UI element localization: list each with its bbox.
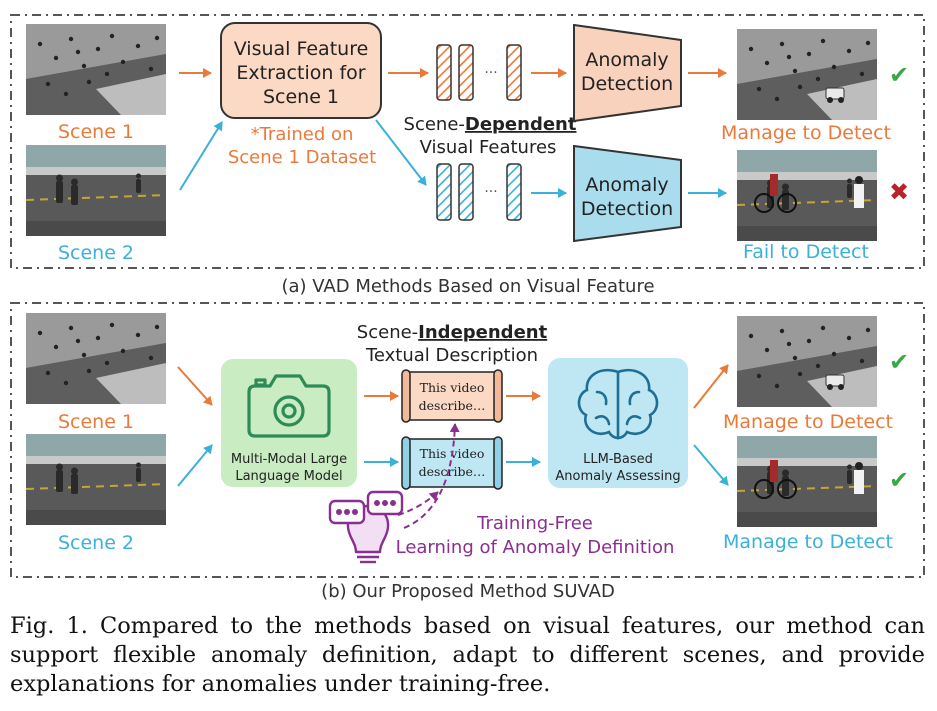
feature-box-line-3: Scene 1: [263, 86, 339, 108]
text-title-line-1: Scene-Independent: [357, 322, 548, 343]
panel-b-result-top-image: [737, 316, 877, 407]
panel-a-subcaption: (a) VAD Methods Based on Visual Feature: [281, 276, 654, 297]
learning-arrow-to-scroll-bottom: [397, 491, 439, 516]
detector-top-line-1: Anomaly: [585, 49, 668, 71]
panel-a-result-top-image: [737, 29, 877, 120]
feature-box-line-1: Visual Feature: [234, 38, 369, 60]
panel-b-check-icon-top: ✔: [889, 348, 909, 376]
text-title-line-2: Textual Description: [365, 345, 538, 366]
panel-b-scene2-image: [25, 433, 167, 526]
panel-b-subcaption: (b) Our Proposed Method SUVAD: [321, 581, 615, 602]
panel-b-scene2-label: Scene 2: [58, 532, 134, 554]
features-title-line-1: Scene-Dependent: [404, 114, 577, 135]
scroll-top: [401, 369, 503, 423]
panel-a-frame: [10, 14, 925, 269]
scroll-top-line-2: describe…: [419, 398, 486, 413]
panel-b-arrow-to-result-bottom: [693, 444, 729, 486]
panel-a-result-bottom-label: Fail to Detect: [743, 241, 869, 263]
feature-bar-top-2: [458, 44, 474, 101]
camera-icon: [247, 374, 331, 438]
mllm-box: [221, 359, 357, 487]
trained-note-line-1: *Trained on: [251, 124, 354, 145]
llm-line-1: LLM-Based: [583, 452, 653, 467]
idea-bulb-icon: [328, 490, 404, 564]
mllm-line-2: Language Model: [235, 469, 342, 484]
panel-b-scene1-image: [26, 313, 166, 404]
detector-top-line-2: Detection: [581, 73, 673, 95]
feature-bar-top-3: [506, 44, 522, 101]
panel-b-arrow-scene1: [177, 366, 213, 406]
panel-a-result-top-label: Manage to Detect: [721, 122, 891, 144]
anomaly-detector-bottom: [573, 144, 682, 243]
panel-b-check-icon-bottom: ✔: [889, 466, 909, 494]
learning-arrow-to-scroll-top: [403, 423, 460, 529]
panel-b-arrow-to-result-top: [693, 364, 729, 409]
anomaly-detector-top: [573, 23, 682, 123]
panel-b-scene1-label: Scene 1: [58, 411, 134, 433]
mllm-line-1: Multi-Modal Large: [231, 452, 347, 467]
detector-bottom-line-1: Anomaly: [585, 174, 668, 196]
panel-a-scene1-image: [26, 24, 166, 115]
panel-a-cross-icon: ✖: [889, 178, 909, 206]
panel-a-result-bottom-image: [736, 149, 878, 242]
scroll-top-line-1: This video: [420, 380, 485, 395]
feature-bar-bottom-3: [506, 163, 522, 221]
trained-note-line-2: Scene 1 Dataset: [228, 147, 376, 168]
feature-bar-top-1: [436, 44, 452, 101]
features-title-line-2: Visual Features: [420, 137, 557, 158]
scroll-bottom: [401, 436, 503, 490]
scroll-bottom-line-2: describe…: [419, 464, 486, 479]
figure-caption: Fig. 1. Compared to the methods based on…: [10, 613, 925, 697]
panel-b-arrow-scene2: [177, 444, 213, 487]
panel-b-result-top-label: Manage to Detect: [723, 411, 893, 433]
panel-b-result-bottom-image: [736, 435, 878, 528]
brain-icon: [577, 369, 659, 440]
panel-a-arrow-scene2: [179, 121, 223, 191]
feature-ellipsis-top: ···: [484, 65, 497, 81]
panel-a-scene2-label: Scene 2: [58, 242, 134, 264]
detector-bottom-line-2: Detection: [581, 198, 673, 220]
panel-b-frame: [10, 302, 925, 578]
panel-a-check-icon: ✔: [889, 61, 909, 89]
panel-a-arrow-to-features-bottom: [375, 119, 427, 186]
feature-bar-bottom-1: [436, 163, 452, 221]
panel-b-result-bottom-label: Manage to Detect: [723, 531, 893, 553]
panel-a-scene2-image: [25, 144, 167, 237]
learning-line-1: Training-Free: [476, 513, 593, 534]
feature-box-line-2: Extraction for: [236, 62, 365, 84]
llm-line-2: Anomaly Assessing: [555, 469, 680, 484]
learning-line-2: Learning of Anomaly Definition: [396, 537, 675, 558]
visual-feature-box: [220, 22, 382, 119]
feature-bar-bottom-2: [458, 163, 474, 221]
feature-ellipsis-bottom: ···: [484, 184, 497, 200]
panel-a-scene1-label: Scene 1: [58, 121, 134, 143]
